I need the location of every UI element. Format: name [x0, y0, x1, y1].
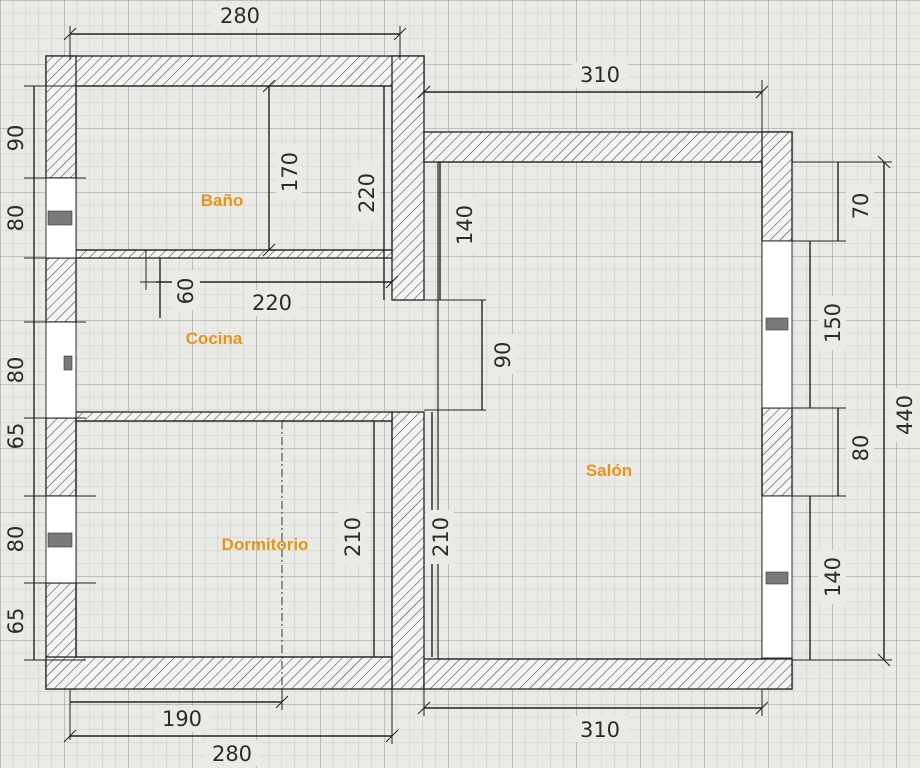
- dimension-labels: 280 310 90 80 80 65 80 65 170 220 60 220…: [4, 2, 918, 766]
- dim-right-80: 80: [849, 435, 873, 462]
- dim-right-150: 150: [821, 303, 845, 343]
- dim-right-140: 140: [821, 557, 845, 597]
- dim-left-90: 90: [4, 125, 28, 152]
- window-handle-icon: [47, 210, 73, 226]
- dimension-lines: [24, 26, 892, 744]
- room-label-bathroom: Baño: [201, 191, 244, 210]
- dim-bottom-left-280: 280: [212, 742, 252, 766]
- dim-kitchen-60: 60: [174, 278, 198, 305]
- dim-bottom-right-310: 310: [580, 718, 620, 742]
- dim-bottom-190: 190: [162, 707, 202, 731]
- dim-left-80-bottom: 80: [4, 526, 28, 553]
- window-handle-icon: [765, 317, 789, 331]
- dim-bedroom-210: 210: [341, 517, 365, 557]
- dim-living-210: 210: [429, 517, 453, 557]
- window-handle-icon: [765, 571, 789, 585]
- dim-right-70: 70: [849, 193, 873, 220]
- dim-kitchen-220: 220: [252, 291, 292, 315]
- dim-bath-170: 170: [278, 152, 302, 192]
- windows: [45, 177, 793, 659]
- window-handle-icon: [63, 355, 73, 371]
- window-handle-icon: [47, 532, 73, 548]
- dim-left-80-mid: 80: [4, 357, 28, 384]
- dim-top-right-width: 310: [580, 63, 620, 87]
- room-labels: Baño Cocina Dormitorio Salón: [186, 191, 632, 554]
- room-label-living: Salón: [586, 461, 632, 480]
- dim-opening-140: 140: [453, 205, 477, 245]
- dim-right-440: 440: [893, 395, 917, 435]
- room-label-kitchen: Cocina: [186, 329, 243, 348]
- dim-left-65-b: 65: [4, 608, 28, 635]
- dim-top-left-width: 280: [220, 4, 260, 28]
- walls: [45, 55, 793, 690]
- dim-opening-90: 90: [491, 342, 515, 369]
- room-label-bedroom: Dormitorio: [222, 535, 309, 554]
- dim-left-80-top: 80: [4, 205, 28, 232]
- dim-left-65-a: 65: [4, 423, 28, 450]
- dim-bath-220: 220: [355, 173, 379, 213]
